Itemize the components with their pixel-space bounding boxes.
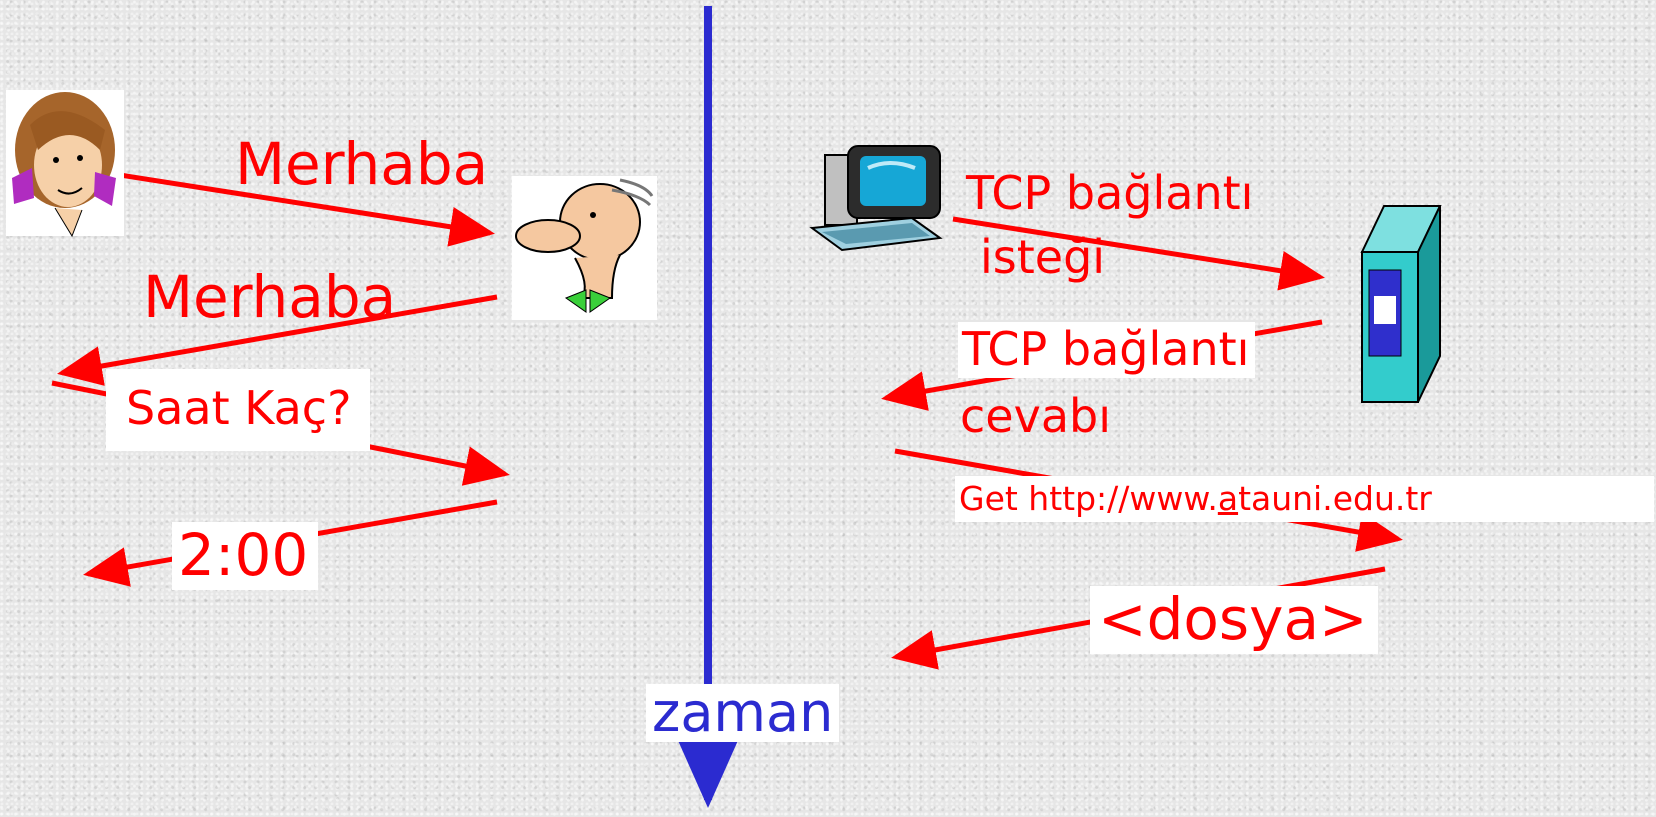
label-get-request: Get http://www.atauni.edu.tr	[955, 476, 1654, 522]
computer-icon	[809, 145, 943, 252]
get-request-underlined: a	[1217, 479, 1239, 518]
get-request-prefix: Get http://www.	[959, 479, 1218, 518]
server-icon	[1360, 205, 1442, 403]
message-merhaba-2: Merhaba	[143, 263, 397, 331]
label-tcp-request-line1: TCP bağlantı	[966, 166, 1254, 220]
time-axis-label: zaman	[646, 684, 840, 742]
get-request-suffix: tauni.edu.tr	[1238, 479, 1432, 518]
arrow-merhaba-2	[57, 294, 498, 386]
message-time-reply: 2:00	[172, 522, 319, 590]
woman-person-icon	[6, 90, 124, 238]
arrow-merhaba-1	[119, 172, 495, 247]
message-merhaba-1: Merhaba	[235, 130, 489, 198]
label-tcp-response-line2: cevabı	[960, 389, 1111, 443]
label-tcp-response-line1: TCP bağlantı	[958, 322, 1256, 378]
arrow-tcp-request	[952, 216, 1325, 291]
label-file-reply: <dosya>	[1090, 586, 1378, 654]
label-tcp-request-line2: isteği	[980, 230, 1106, 284]
man-person-icon	[512, 176, 657, 320]
message-saat-kac: Saat Kaç?	[106, 369, 370, 451]
